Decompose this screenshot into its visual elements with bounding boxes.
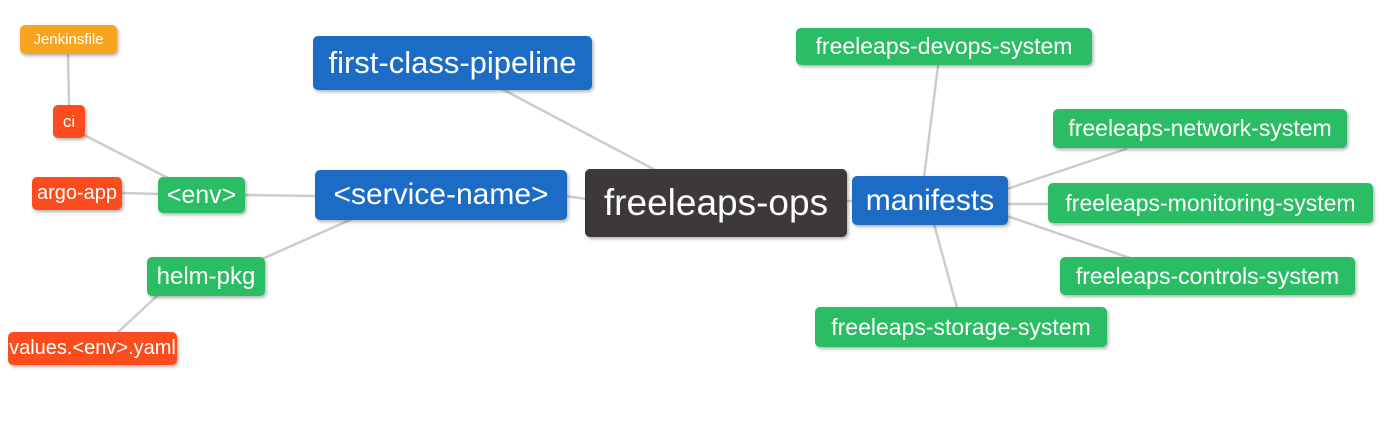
node-first-class-pipeline[interactable]: first-class-pipeline — [313, 36, 592, 90]
node-jenkinsfile[interactable]: Jenkinsfile — [20, 25, 117, 54]
edge-service-name-freeleaps-ops — [563, 194, 589, 201]
node-manifests[interactable]: manifests — [852, 176, 1008, 225]
node-values-env-yaml[interactable]: values.<env>.yaml — [8, 332, 177, 365]
edge-argo-app-env — [120, 191, 162, 196]
edge-manifests-freeleaps-storage-system — [932, 222, 959, 310]
edge-ci-env — [80, 132, 172, 181]
node-service-name[interactable]: <service-name> — [315, 170, 567, 220]
node-freeleaps-storage-system[interactable]: freeleaps-storage-system — [815, 307, 1107, 347]
node-freeleaps-ops[interactable]: freeleaps-ops — [585, 169, 847, 237]
node-argo-app[interactable]: argo-app — [32, 177, 122, 210]
node-freeleaps-controls-system[interactable]: freeleaps-controls-system — [1060, 257, 1355, 295]
edge-helm-pkg-values-env-yaml — [114, 293, 160, 336]
edge-manifests-freeleaps-devops-system — [922, 64, 940, 179]
edge-env-service-name — [243, 193, 317, 198]
node-helm-pkg[interactable]: helm-pkg — [147, 257, 265, 296]
edge-jenkinsfile-ci — [66, 52, 71, 107]
node-ci[interactable]: ci — [53, 105, 85, 138]
edge-first-class-pipeline-freeleaps-ops — [500, 87, 659, 173]
edge-service-name-helm-pkg — [260, 217, 354, 261]
edge-manifests-freeleaps-network-system — [1005, 147, 1128, 191]
edge-manifests-freeleaps-controls-system — [1005, 214, 1132, 260]
node-env[interactable]: <env> — [158, 177, 245, 213]
node-freeleaps-monitoring-system[interactable]: freeleaps-monitoring-system — [1048, 183, 1373, 223]
node-freeleaps-devops-system[interactable]: freeleaps-devops-system — [796, 28, 1092, 65]
node-freeleaps-network-system[interactable]: freeleaps-network-system — [1053, 109, 1347, 148]
